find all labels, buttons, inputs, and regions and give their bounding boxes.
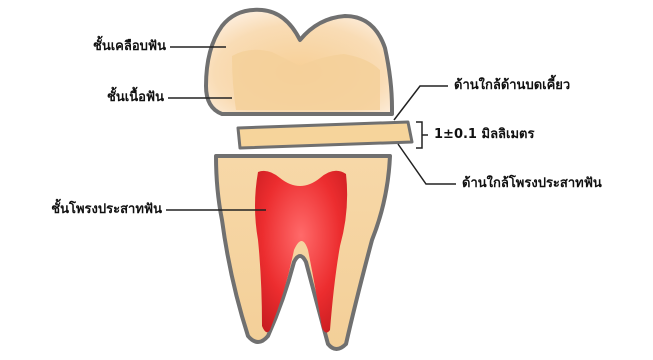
label-occlusal-side: ด้านใกล้ด้านบดเคี้ยว [454, 78, 570, 94]
label-thickness: 1±0.1 มิลลิเมตร [434, 127, 534, 143]
dentin-slice [238, 122, 412, 148]
occlusal-side-leader [394, 86, 448, 120]
thickness-bracket [416, 122, 422, 148]
label-pulpal-side: ด้านใกล้โพรงประสาทฟัน [462, 176, 602, 192]
tooth-root [216, 156, 390, 349]
pulpal-side-leader [398, 144, 456, 184]
label-dentin: ชั้นเนื้อฟัน [20, 90, 164, 106]
label-pulp: ชั้นโพรงประสาทฟัน [4, 202, 162, 218]
label-enamel: ชั้นเคลือบฟัน [20, 39, 166, 55]
